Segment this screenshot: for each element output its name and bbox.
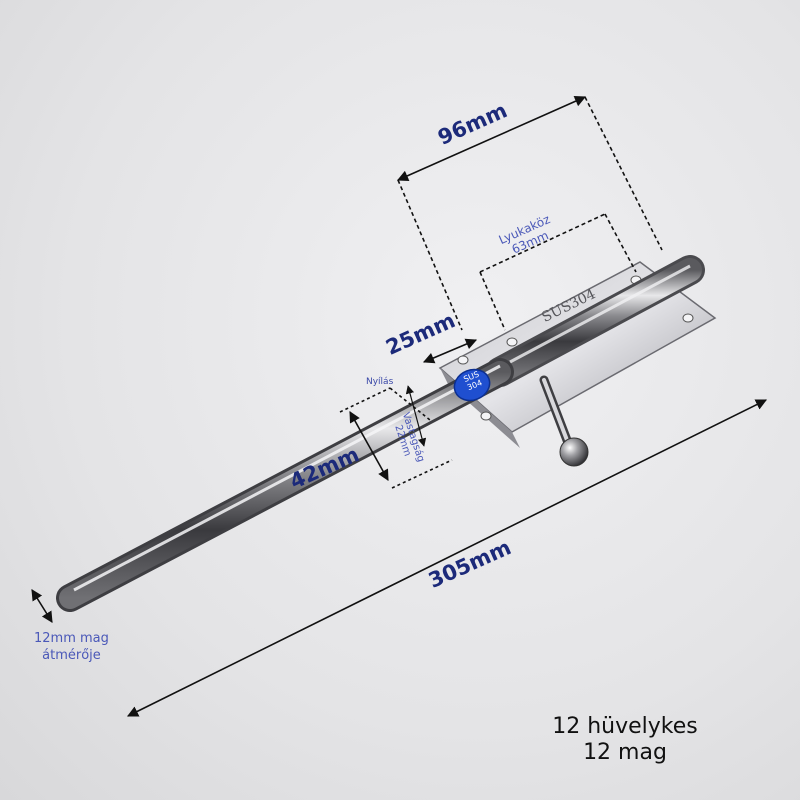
dim-line-25mm: [422, 338, 478, 364]
handle-knob: [559, 437, 589, 467]
extension-line: [391, 459, 453, 489]
extension-line: [604, 213, 637, 273]
dim-line-305mm: [126, 399, 768, 717]
label-core-diameter-line2: átmérője: [42, 648, 101, 663]
bolt-housing: [485, 255, 705, 387]
dim-line-96mm: [396, 95, 587, 182]
screw-hole: [506, 337, 518, 347]
screw-hole: [682, 313, 694, 323]
screw-hole: [480, 411, 492, 421]
extension-line: [397, 179, 463, 331]
screw-hole: [457, 355, 469, 365]
caption-line1: 12 hüvelykes: [552, 714, 698, 739]
label-opening: Nyílás: [366, 377, 394, 387]
caption-line2: 12 mag: [583, 740, 667, 765]
label-core-diameter-line1: 12mm mag: [34, 631, 109, 646]
product-caption: 12 hüvelykes 12 mag: [540, 714, 710, 766]
extension-line: [339, 387, 391, 413]
dimension-lines: [31, 95, 768, 717]
sus304-badge: [453, 368, 491, 402]
dim-line-63mm: [479, 213, 606, 273]
extension-line: [584, 96, 663, 251]
extension-line: [479, 271, 506, 331]
dim-line-12mm: [31, 589, 53, 623]
label-core-diameter: 12mm mag átmérője: [34, 630, 109, 664]
